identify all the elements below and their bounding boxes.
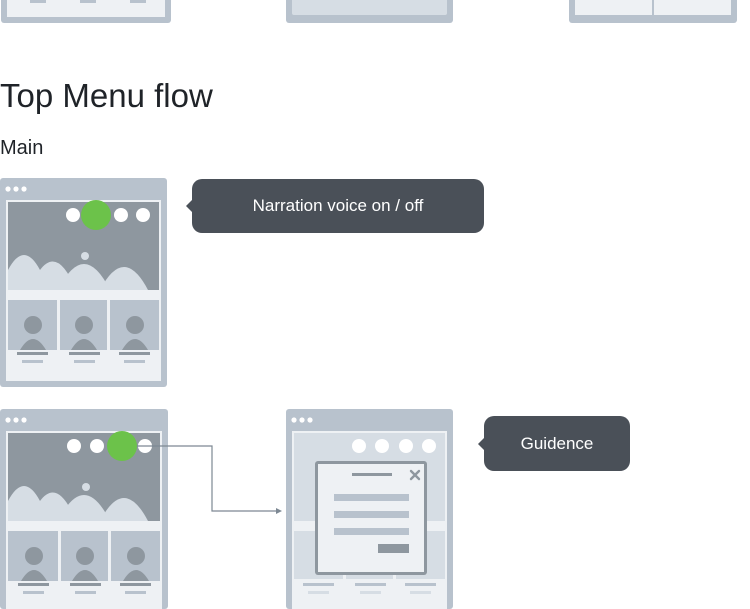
guidance-modal (315, 461, 427, 575)
wireframe-guidance-popup (286, 409, 453, 609)
hero-media (8, 433, 160, 521)
wireframe-main-guidance-tap (0, 409, 168, 609)
subsection-title: Main (0, 137, 44, 159)
menu-circle-icon (352, 439, 436, 453)
prev-wireframe-left (1, 0, 171, 23)
hero-media (8, 202, 159, 290)
callout-narration-label: Narration voice on / off (252, 196, 424, 215)
section-title: Top Menu flow (0, 77, 213, 114)
window-dots-icon (5, 417, 27, 423)
prev-wireframe-middle (286, 0, 453, 23)
person-placeholder-icon (20, 316, 148, 350)
callout-guidance-label: Guidence (520, 433, 594, 453)
wireframe-main-narration (0, 178, 167, 387)
callout-narration: Narration voice on / off (186, 179, 484, 233)
window-dots-icon (291, 417, 313, 423)
card-row (8, 300, 159, 363)
card-row (8, 531, 160, 594)
previous-section-wireframes (1, 0, 737, 23)
window-dots-icon (5, 186, 27, 192)
prev-wireframe-right (569, 0, 737, 23)
tap-indicator-icon (107, 431, 137, 461)
person-placeholder-icon (21, 547, 149, 581)
close-icon (409, 469, 421, 481)
callout-guidance: Guidence (478, 416, 630, 471)
tap-indicator-icon (81, 200, 111, 230)
